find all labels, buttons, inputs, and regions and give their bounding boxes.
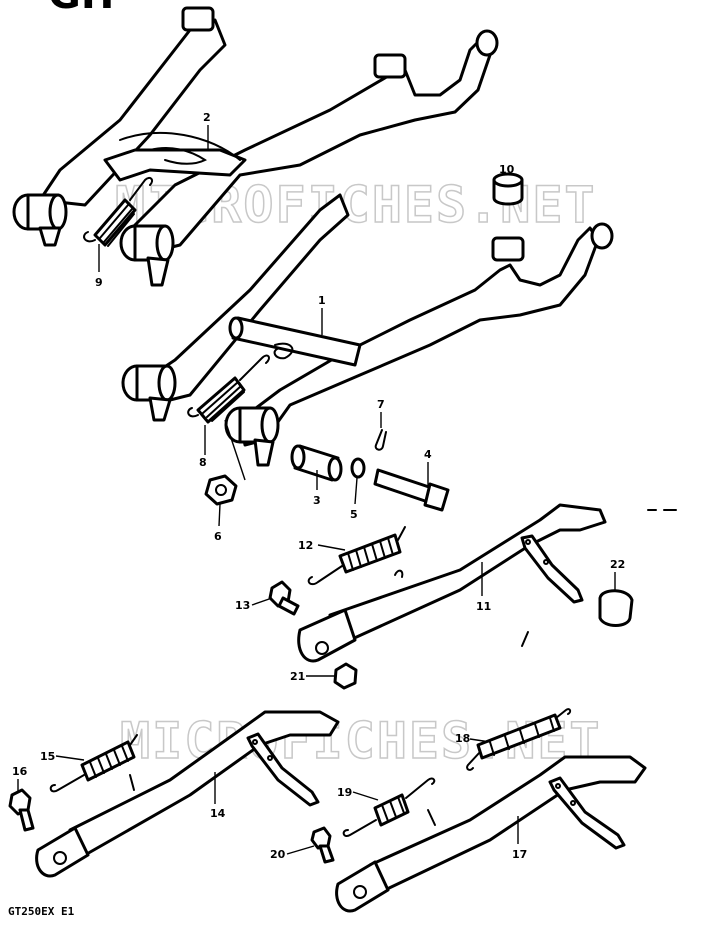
callout-4: 4 [424,448,432,486]
callout-2: 2 [203,111,211,150]
callout-21: 21 [290,670,335,683]
callout-3: 3 [313,470,321,507]
bolt-13 [268,580,300,616]
svg-text:13: 13 [235,599,250,612]
svg-text:17: 17 [512,848,527,861]
svg-text:1: 1 [318,294,326,307]
rubber-22 [598,589,634,627]
callout-19: 19 [337,786,379,801]
rubber-stopper-10 [492,172,524,206]
svg-text:22: 22 [610,558,625,571]
pivot-bolt-4 [373,468,450,512]
model-code: GT250EX E1 [8,905,75,918]
nut-6 [204,474,238,506]
svg-text:19: 19 [337,786,352,799]
bolt-16 [8,788,35,832]
bolt-20 [310,826,335,864]
spring-9 [83,176,154,247]
svg-text:20: 20 [270,848,286,861]
callout-12: 12 [298,539,346,552]
svg-text:2: 2 [203,111,211,124]
side-stand-11 [297,503,607,663]
callout-10: 10 [499,163,515,176]
svg-text:6: 6 [214,530,222,543]
svg-text:15: 15 [40,750,55,763]
callout-18: 18 [455,732,491,745]
svg-text:5: 5 [350,508,358,521]
center-stand-17 [335,755,647,913]
cotter-pin-7 [374,429,387,451]
svg-text:8: 8 [199,456,207,469]
svg-text:16: 16 [12,765,28,778]
callout-14: 14 [210,772,226,820]
callout-9: 9 [95,244,103,289]
svg-text:7: 7 [377,398,385,411]
callout-1: 1 [318,294,326,335]
callout-15: 15 [40,750,85,763]
bush-3 [290,444,343,482]
center-stand-14 [35,710,340,878]
header-fragment: GH [48,0,114,18]
svg-text:10: 10 [499,163,515,176]
callout-8: 8 [199,425,207,469]
svg-text:9: 9 [95,276,103,289]
spring-12 [307,526,406,586]
spring-18 [466,708,572,771]
callout-6: 6 [214,503,222,543]
stray-mark [521,631,529,647]
callout-13: 13 [235,597,273,612]
spring-8 [187,354,270,481]
callout-16: 16 [12,765,28,792]
svg-text:4: 4 [424,448,432,461]
spring-15 [49,734,138,793]
main-stand-frame [121,193,614,467]
callout-5: 5 [350,477,358,521]
svg-text:14: 14 [210,807,226,820]
callout-22: 22 [610,558,625,590]
upper-stand-frame [12,6,499,287]
svg-text:3: 3 [313,494,321,507]
svg-text:18: 18 [455,732,470,745]
nut-21 [333,662,358,690]
spring-19 [342,777,436,837]
svg-text:21: 21 [290,670,305,683]
washer-5 [350,457,366,479]
callout-7: 7 [377,398,385,428]
svg-text:11: 11 [476,600,491,613]
svg-text:12: 12 [298,539,313,552]
callout-17: 17 [512,816,527,861]
callout-11: 11 [476,562,491,613]
callout-20: 20 [270,845,315,861]
